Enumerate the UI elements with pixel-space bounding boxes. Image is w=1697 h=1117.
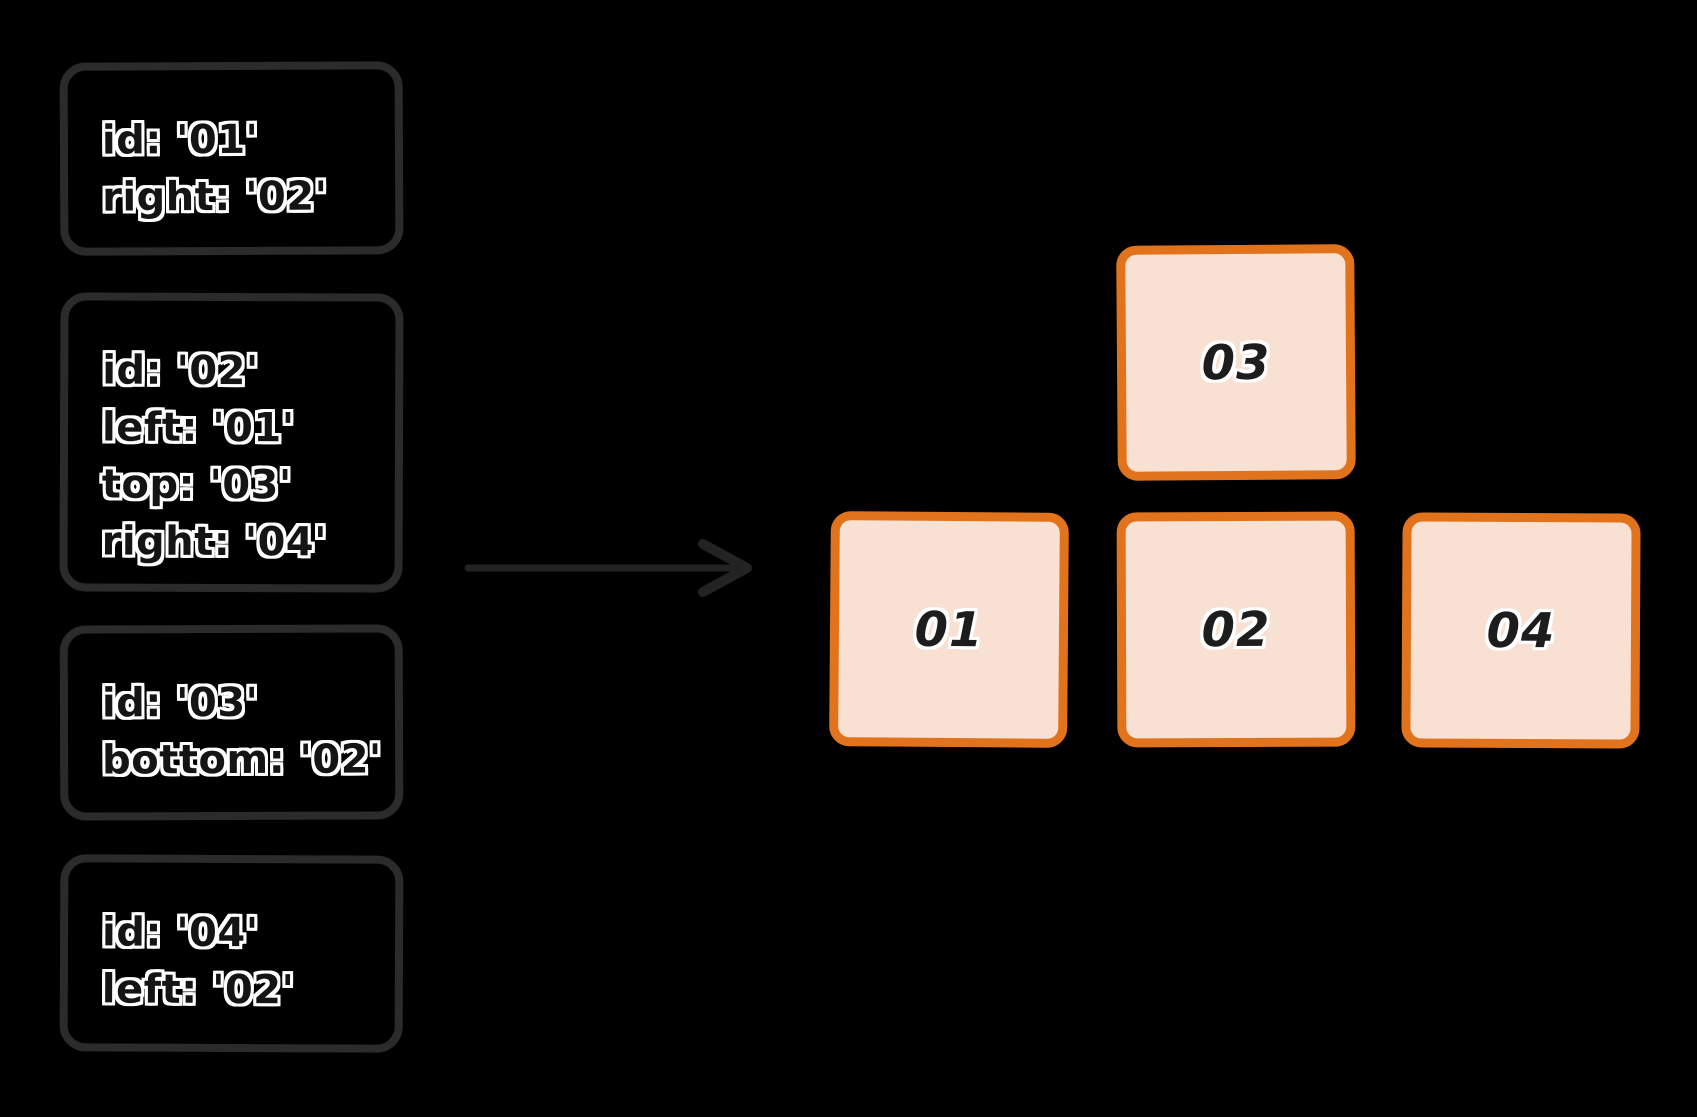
grid-square-01: 01 bbox=[829, 511, 1069, 748]
node-property-id: id: '01' bbox=[101, 116, 259, 164]
node-card-02: id: '02' left: '01' top: '03' right: '04… bbox=[59, 292, 404, 593]
node-property-left: left: '02' bbox=[101, 966, 295, 1014]
grid-square-label: 04 bbox=[1486, 602, 1556, 659]
grid-square-03: 03 bbox=[1116, 244, 1356, 481]
node-property-left: left: '01' bbox=[101, 404, 295, 452]
node-property-bottom: bottom: '02' bbox=[102, 736, 382, 784]
node-property-id: id: '03' bbox=[101, 679, 259, 727]
grid-square-label: 01 bbox=[914, 601, 984, 658]
node-property-id: id: '02' bbox=[102, 347, 259, 395]
node-card-04: id: '04' left: '02' bbox=[59, 854, 404, 1053]
grid-square-04: 04 bbox=[1401, 512, 1641, 749]
right-arrow-icon bbox=[464, 539, 752, 597]
node-property-right: right: '04' bbox=[101, 518, 327, 566]
node-card-01: id: '01' right: '02' bbox=[59, 61, 404, 256]
grid-square-label: 02 bbox=[1201, 601, 1271, 658]
node-property-id: id: '04' bbox=[101, 909, 259, 957]
grid-square-02: 02 bbox=[1116, 511, 1356, 748]
node-property-right: right: '02' bbox=[102, 173, 328, 221]
grid-square-label: 03 bbox=[1201, 334, 1271, 391]
node-property-top: top: '03' bbox=[101, 461, 292, 509]
node-card-03: id: '03' bottom: '02' bbox=[59, 624, 404, 821]
